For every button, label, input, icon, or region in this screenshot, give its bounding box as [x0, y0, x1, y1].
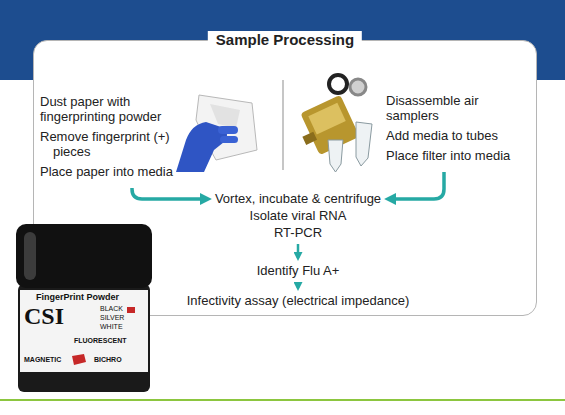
- jar-body: [18, 284, 150, 392]
- sampler-plate: [308, 103, 345, 135]
- jar-label-text: SILVER: [100, 314, 124, 322]
- step-text: Place paper into media: [40, 164, 174, 179]
- sampler-nozzle: [302, 132, 317, 145]
- step-text: Vortex, incubate & centrifuge: [215, 190, 381, 207]
- jar-label-text: MAGNETIC: [24, 356, 61, 364]
- jar-label-text: FingerPrint Powder: [36, 293, 119, 303]
- step-text: Isolate viral RNA: [215, 207, 381, 224]
- red-mark: [72, 354, 86, 365]
- jar-label-text: BLACK: [100, 305, 123, 313]
- step-text: Remove fingerprint (+) pieces: [40, 129, 174, 159]
- sample-tube: [356, 122, 372, 166]
- step-list: Dust paper with fingerprinting powderRem…: [40, 94, 174, 184]
- air-sampler-photo: [293, 75, 372, 172]
- jar-label-text: CSI: [24, 303, 64, 329]
- flow-arrow: [132, 188, 208, 199]
- glove-finger: [220, 136, 238, 143]
- step-text: Identify Flu A+: [257, 262, 340, 279]
- step-text: Infectivity assay (electrical impedance): [187, 292, 410, 309]
- step-text: Place filter into media: [386, 148, 528, 163]
- jar-label-text: FLUORESCENT: [74, 337, 127, 345]
- paper-fold: [210, 104, 240, 128]
- sample-tube: [328, 140, 343, 172]
- step-text: Dust paper with fingerprinting powder: [40, 94, 174, 124]
- step-text: RT-PCR: [215, 224, 381, 241]
- flow-arrow: [297, 244, 300, 258]
- flow-arrow: [388, 172, 444, 199]
- panel-title: Sample Processing: [208, 31, 362, 49]
- jar-label-text: BICHRO: [94, 356, 122, 364]
- process-step: Infectivity assay (electrical impedance): [187, 292, 410, 309]
- column-divider: [282, 80, 283, 170]
- sampler-filter: [350, 79, 366, 95]
- glove-finger: [218, 126, 238, 134]
- jar-label: [20, 290, 148, 372]
- process-step: Vortex, incubate & centrifugeIsolate vir…: [215, 190, 381, 241]
- red-mark: [127, 307, 135, 313]
- flow-arrow: [297, 282, 300, 288]
- step-list: Disassemble air samplersAdd media to tub…: [386, 93, 528, 168]
- jar-label-text: WHITE: [100, 323, 123, 331]
- jar-cap: [16, 224, 152, 288]
- step-text: Add media to tubes: [386, 128, 528, 143]
- cap-gloss: [24, 232, 36, 280]
- sampler-ring: [329, 75, 347, 93]
- glove-paper-photo: [176, 95, 257, 172]
- step-text: Disassemble air samplers: [386, 93, 528, 123]
- footer-rule: [0, 399, 565, 401]
- process-step: Identify Flu A+: [257, 262, 340, 279]
